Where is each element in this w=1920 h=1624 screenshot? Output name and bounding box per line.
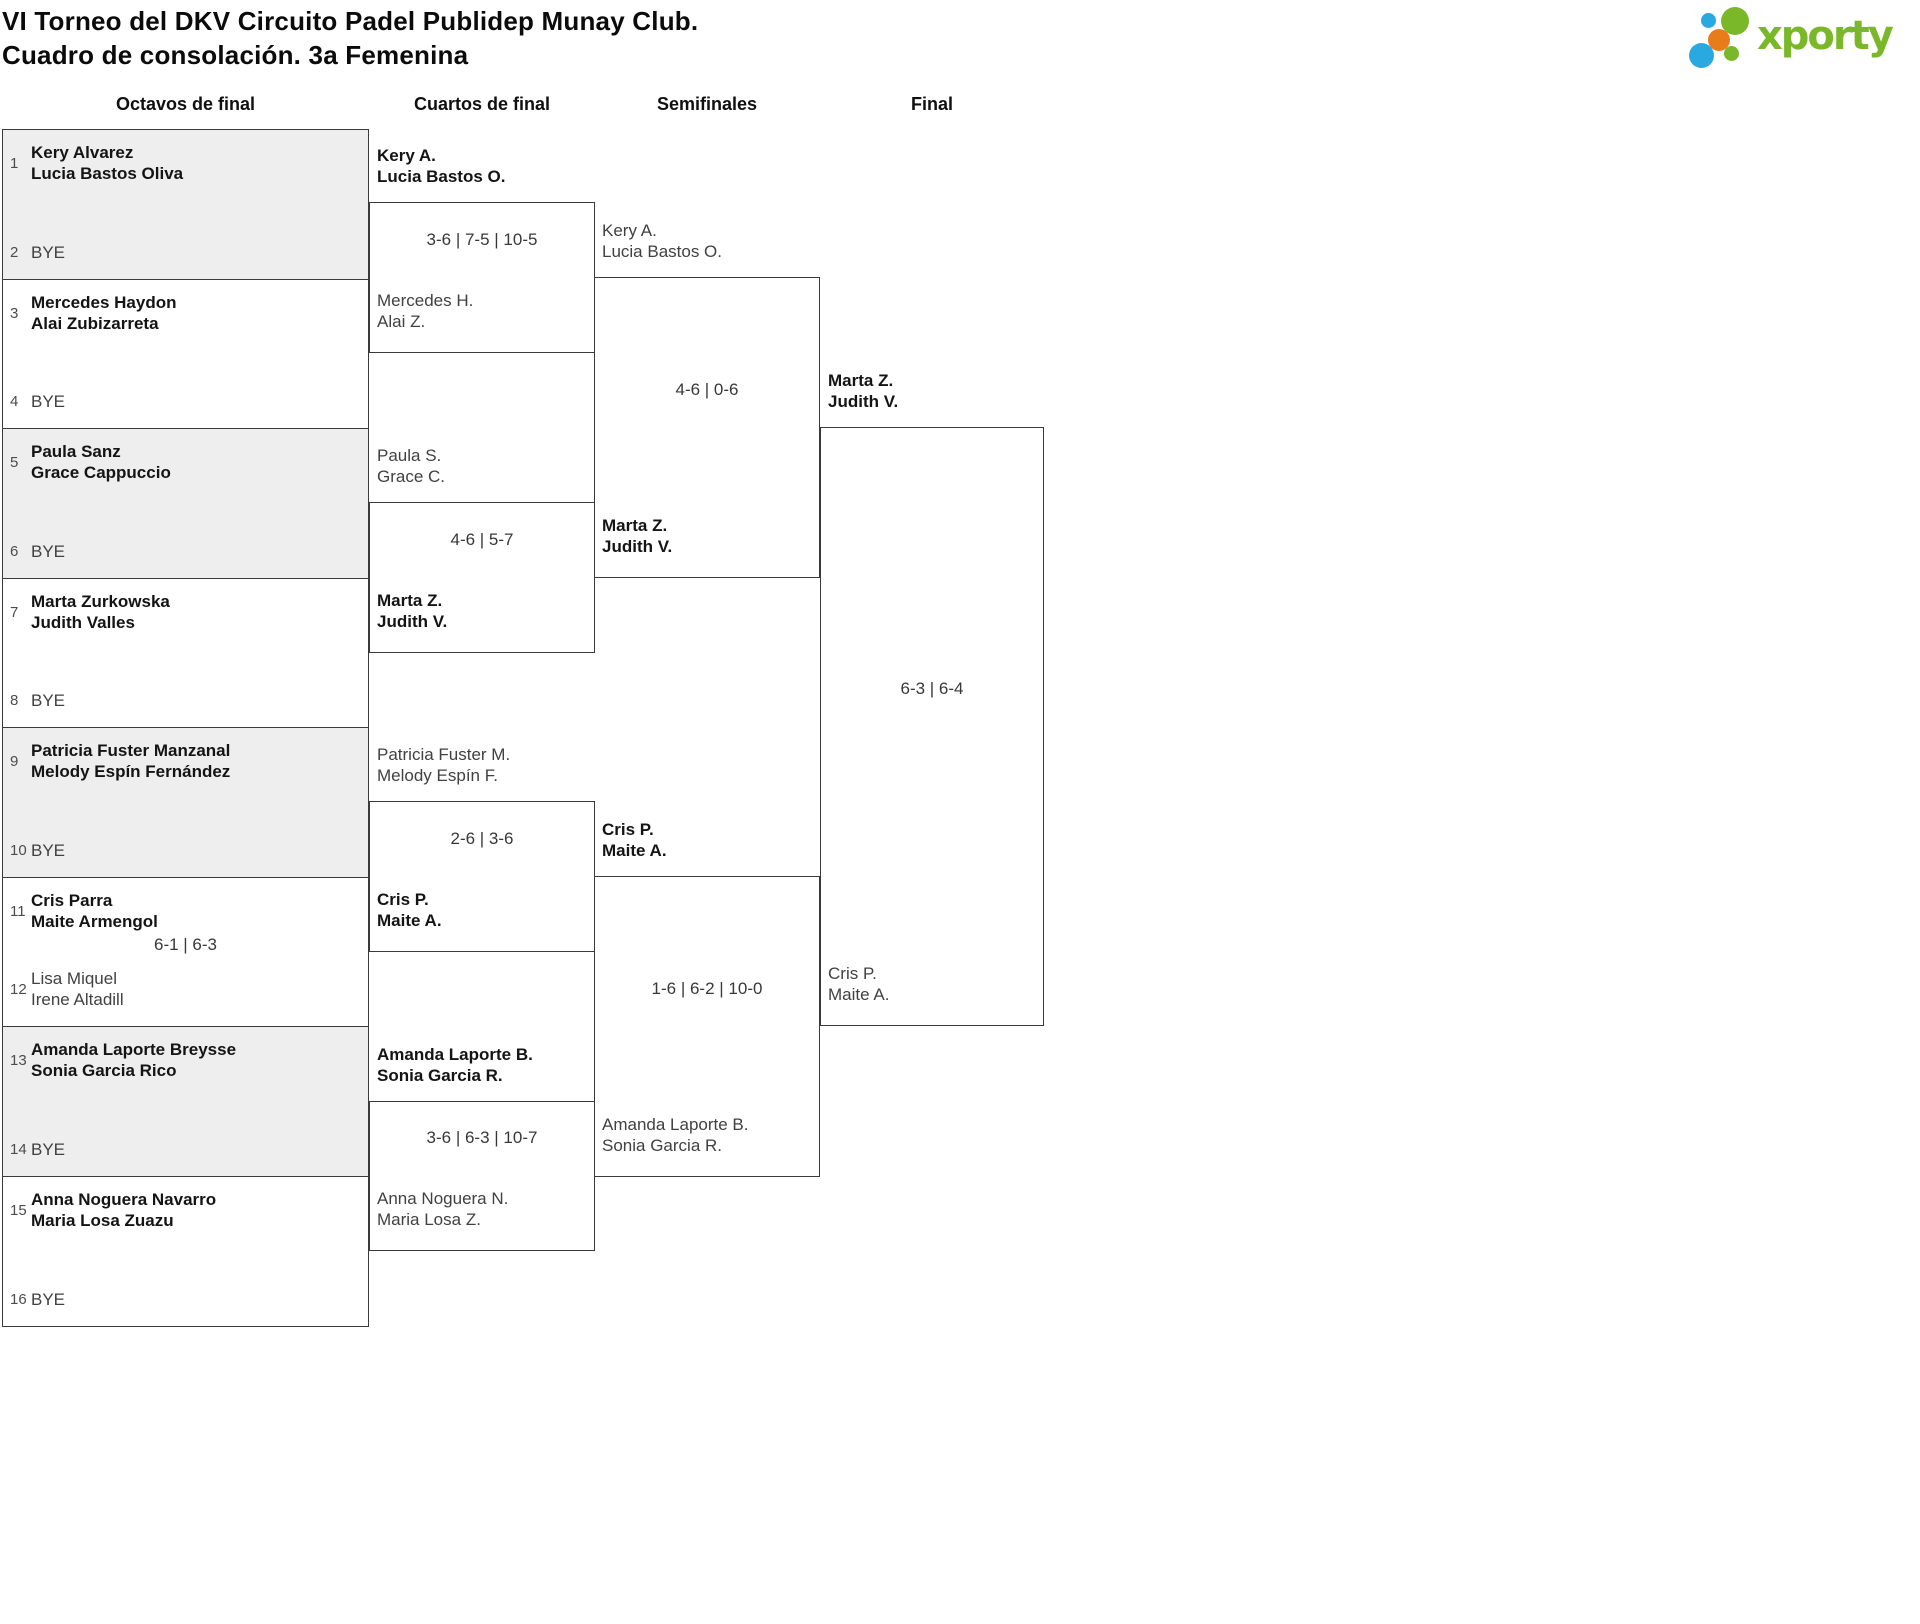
team-names: Cris P.Maite A. [377,890,442,930]
match-box-final: Marta Z.Judith V. 6-3 | 6-4 Cris P.Maite… [820,371,1044,1026]
team-names: Marta Z.Judith V. [602,516,673,556]
team-names: Kery A.Lucia Bastos O. [602,221,723,261]
logo-dot-green-small-icon [1724,46,1739,61]
logo-dot-blue-large-icon [1689,43,1714,68]
page-title: VI Torneo del DKV Circuito Padel Publide… [2,4,698,72]
bracket-slot-16: 16 BYE [10,1289,362,1310]
bracket-slot-2: 2 BYE [10,242,362,263]
team-names: Anna Noguera N.Maria Losa Z. [377,1189,509,1229]
round-header-cuartos: Cuartos de final [413,94,551,114]
team-names: BYE [31,841,66,860]
xporty-logo: xporty [1689,6,1920,72]
match-score: 1-6 | 6-2 | 10-0 [651,978,763,998]
team-names: Cris P.Maite A. [828,964,890,1004]
match-score: 3-6 | 6-3 | 10-7 [426,1128,538,1147]
logo-dot-blue-small-icon [1701,13,1716,28]
round-header-final: Final [910,94,953,114]
seed-number: 5 [10,453,19,471]
bracket-slot-8: 8 BYE [10,690,362,711]
team-names: Mercedes H.Alai Z. [377,291,474,331]
seed-number: 3 [10,304,19,322]
match-box-semifinal-1: Kery A.Lucia Bastos O. 4-6 | 0-6 Marta Z… [594,221,820,578]
team-names: BYE [31,1140,66,1159]
team-names: BYE [31,392,66,411]
seed-number: 7 [10,603,19,621]
seed-number: 6 [10,543,19,560]
round-header-octavos: Octavos de final [115,94,256,114]
logo-dot-orange-icon [1708,29,1730,51]
match-score: 4-6 | 5-7 [450,529,514,549]
seed-number: 2 [10,244,19,261]
seed-number: 1 [10,154,19,172]
seed-number: 13 [10,1051,27,1069]
match-score: 4-6 | 0-6 [675,379,739,399]
seed-number: 4 [10,393,19,410]
bracket-slot-14: 14 BYE [10,1139,362,1160]
team-names: BYE [31,542,66,561]
match-score: 3-6 | 7-5 | 10-5 [426,229,538,249]
seed-number: 16 [10,1291,27,1308]
team-names: BYE [31,1290,66,1309]
match-box-cuartos-1: Kery A.Lucia Bastos O. 3-6 | 7-5 | 10-5 … [369,146,595,353]
match-score: 6-3 | 6-4 [900,678,964,698]
team-names: BYE [31,691,66,710]
bracket-slot-6: 6 BYE [10,541,362,562]
team-names: Marta Z.Judith V. [828,371,899,411]
team-names: Amanda Laporte B.Sonia Garcia R. [602,1115,749,1155]
team-names: Paula S.Grace C. [377,446,446,486]
bracket-slot-10: 10 BYE [10,840,362,861]
bracket-slot-4: 4 BYE [10,391,362,412]
round-header-semifinales: Semifinales [656,94,758,114]
team-names: Kery A.Lucia Bastos O. [377,146,506,186]
page-title-line2: Cuadro de consolación. 3a Femenina [2,40,469,70]
team-names: Marta Z.Judith V. [377,591,448,631]
team-names: BYE [31,243,66,262]
seed-number: 14 [10,1141,27,1158]
team-names: Patricia Fuster M.Melody Espín F. [377,745,511,785]
match-box-cuartos-4: Amanda Laporte B.Sonia Garcia R. 3-6 | 6… [369,1045,595,1251]
seed-number: 15 [10,1201,27,1219]
team-names: Amanda Laporte B.Sonia Garcia R. [377,1045,533,1085]
match-box-cuartos-2: Paula S.Grace C. 4-6 | 5-7 Marta Z.Judit… [369,446,595,653]
match-score: 6-1 | 6-3 [153,935,217,954]
match-box-semifinal-2: Cris P.Maite A. 1-6 | 6-2 | 10-0 Amanda … [594,820,820,1177]
seed-number: 8 [10,692,19,709]
seed-number: 10 [10,842,27,859]
seed-number: 9 [10,752,19,770]
logo-wordmark: xporty [1757,13,1894,59]
match-score: 2-6 | 3-6 [450,828,514,848]
team-names: Cris P.Maite A. [602,820,667,860]
seed-number: 11 [10,902,26,920]
match-box-cuartos-3: Patricia Fuster M.Melody Espín F. 2-6 | … [369,745,595,952]
page-title-line1: VI Torneo del DKV Circuito Padel Publide… [2,6,699,36]
seed-number: 12 [10,980,27,998]
